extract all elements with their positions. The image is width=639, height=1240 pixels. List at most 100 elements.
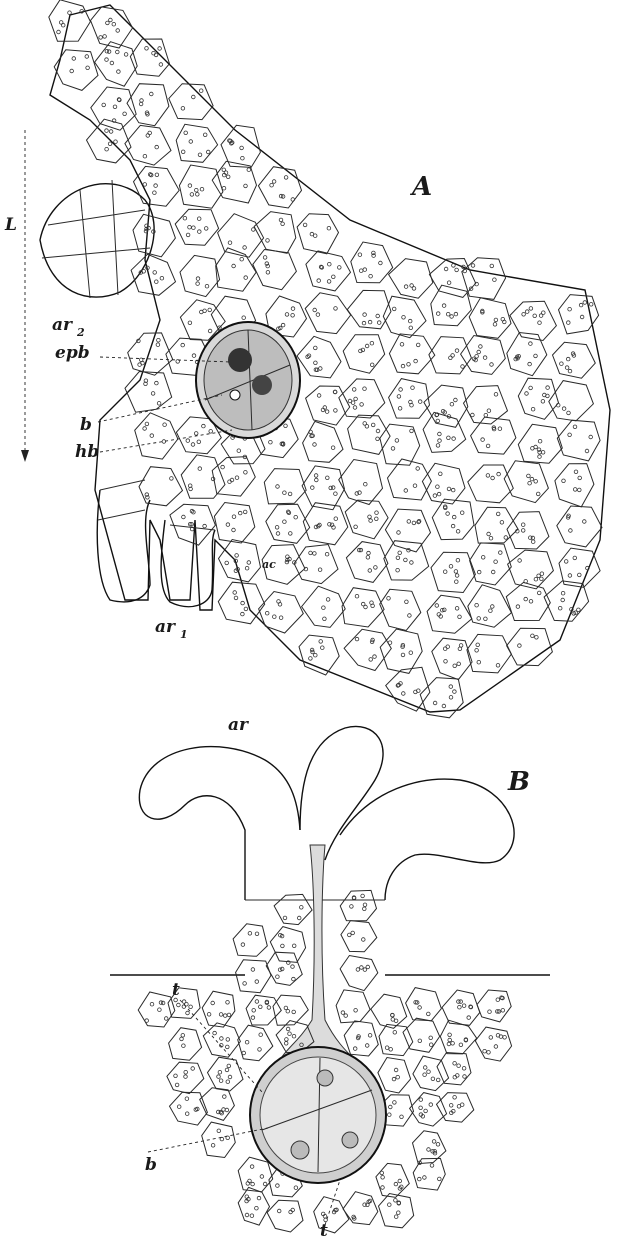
- cell-wall: [167, 1062, 204, 1093]
- cell-granule: [276, 1184, 280, 1188]
- cell-wall: [180, 255, 220, 296]
- cell-granule: [443, 647, 447, 651]
- cell-granule: [226, 1038, 230, 1042]
- cell-granule: [348, 933, 352, 937]
- cell-granule: [353, 1047, 357, 1051]
- cell-granule: [181, 1034, 185, 1038]
- cell-granule: [196, 277, 200, 281]
- cell-wall: [341, 921, 377, 952]
- cell-granule: [327, 226, 331, 230]
- cell-granule: [413, 484, 417, 488]
- label-t-top: t: [172, 980, 180, 1000]
- cell-wall: [346, 542, 388, 583]
- cell-granule: [529, 386, 533, 390]
- cell-granule: [354, 1009, 358, 1013]
- cell-wall: [467, 634, 512, 673]
- cell-granule: [427, 1148, 431, 1152]
- cell-granule: [394, 1199, 398, 1203]
- cell-granule: [285, 313, 289, 317]
- cell-granule: [109, 130, 113, 134]
- cell-granule: [292, 1010, 296, 1014]
- cell-granule: [59, 21, 63, 25]
- cell-granule: [401, 364, 405, 368]
- cell-granule: [204, 227, 208, 231]
- cell-granule: [436, 1143, 440, 1147]
- cell-granule: [585, 449, 589, 453]
- cell-granule: [476, 643, 480, 647]
- cell-granule: [527, 474, 531, 478]
- cell-granule: [188, 321, 192, 325]
- cell-granule: [243, 510, 247, 514]
- cell-granule: [568, 433, 572, 437]
- cell-granule: [529, 600, 533, 604]
- cell-granule: [255, 980, 259, 984]
- cell-granule: [113, 105, 117, 109]
- cell-granule: [217, 1129, 221, 1133]
- cell-granule: [313, 308, 317, 312]
- cell-granule: [400, 343, 404, 347]
- cell-granule: [538, 455, 542, 459]
- cell-granule: [471, 264, 475, 268]
- cell-granule: [188, 184, 192, 188]
- cell-granule: [366, 556, 370, 560]
- cell-granule: [538, 321, 542, 325]
- cell-granule: [461, 365, 465, 369]
- cell-granule: [369, 658, 373, 662]
- cell-wall: [557, 420, 600, 461]
- cell-granule: [439, 472, 443, 476]
- cell-granule: [297, 916, 301, 920]
- cell-granule: [72, 57, 76, 61]
- cell-granule: [371, 423, 375, 427]
- cell-granule: [534, 577, 538, 581]
- cell-wall: [507, 333, 547, 376]
- cell-granule: [189, 140, 193, 144]
- cell-granule: [404, 558, 408, 562]
- cell-granule: [363, 387, 367, 391]
- cell-granule: [477, 350, 481, 354]
- cell-granule: [157, 402, 161, 406]
- cell-granule: [232, 515, 236, 519]
- cell-wall: [258, 167, 301, 208]
- cell-granule: [250, 1214, 254, 1218]
- cell-wall: [294, 545, 338, 584]
- cell-granule: [457, 1064, 461, 1068]
- cell-granule: [521, 529, 525, 533]
- cell-granule: [404, 489, 408, 493]
- cell-wall: [348, 415, 391, 454]
- cell-granule: [86, 66, 90, 70]
- cell-wall: [169, 1028, 202, 1061]
- cell-granule: [387, 597, 391, 601]
- cell-granule: [157, 338, 161, 342]
- cell-granule: [568, 574, 572, 578]
- cell-wall: [344, 1021, 378, 1056]
- cell-granule: [546, 386, 550, 390]
- cell-granule: [568, 369, 572, 373]
- cell-granule: [490, 363, 494, 367]
- cell-granule: [356, 968, 360, 972]
- cell-granule: [589, 303, 593, 307]
- cell-wall: [303, 503, 348, 545]
- cell-granule: [364, 482, 368, 486]
- cell-granule: [481, 556, 485, 560]
- cell-granule: [226, 523, 230, 527]
- cell-granule: [396, 1075, 400, 1079]
- cell-granule: [408, 319, 412, 323]
- cell-granule: [334, 409, 338, 413]
- cell-granule: [158, 47, 162, 51]
- cell-granule: [535, 636, 539, 640]
- cell-granule: [105, 129, 109, 133]
- cell-granule: [283, 916, 287, 920]
- cell-granule: [141, 361, 145, 365]
- cell-granule: [528, 362, 532, 366]
- cell-granule: [250, 1165, 254, 1169]
- cell-granule: [228, 1075, 232, 1079]
- cell-granule: [396, 556, 400, 560]
- cell-granule: [493, 323, 497, 327]
- cell-granule: [430, 1164, 434, 1168]
- cell-wall: [214, 503, 254, 544]
- cell-wall: [208, 1057, 244, 1091]
- cell-wall: [423, 412, 466, 452]
- cell-wall: [469, 298, 511, 339]
- label-ar2-sub: 2: [76, 326, 85, 339]
